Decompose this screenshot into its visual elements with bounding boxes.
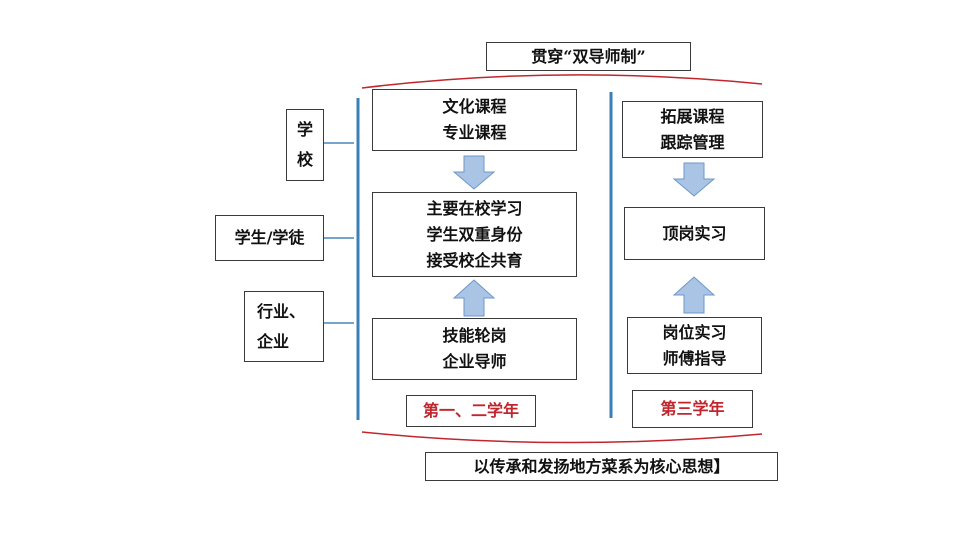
col2-box1-line1: 拓展课程 (660, 106, 725, 126)
col1-skills-box: 技能轮岗 企业导师 (372, 318, 577, 380)
col1-box2-line2: 学生双重身份 (426, 224, 523, 244)
label-student-text: 学生/学徒 (234, 228, 305, 247)
bottom-caption-box: 以传承和发扬地方菜系为核心思想】 (425, 452, 778, 481)
col1-box2-line1: 主要在校学习 (426, 198, 523, 218)
top-title: 贯穿“双导师制” (531, 46, 646, 66)
col2-practice-box: 岗位实习 师傅指导 (627, 317, 762, 374)
label-school: 学 校 (286, 109, 324, 181)
col1-box3-line2: 企业导师 (442, 352, 507, 371)
label-student: 学生/学徒 (215, 215, 324, 261)
bottom-caption: 以传承和发扬地方菜系为核心思想】 (473, 456, 730, 476)
bottom-brace-curve (361, 431, 763, 444)
col1-box2-line3: 接受校企共育 (426, 250, 523, 270)
arrow-down-col2 (672, 162, 716, 197)
top-brace-curve (361, 74, 763, 89)
col1-year-text: 第一、二学年 (422, 401, 519, 420)
col1-year-label: 第一、二学年 (406, 395, 536, 427)
col2-courses-box: 拓展课程 跟踪管理 (622, 101, 763, 158)
col2-box1-line2: 跟踪管理 (660, 132, 725, 152)
col2-box3-line1: 岗位实习 (662, 322, 727, 342)
col1-box3-line1: 技能轮岗 (442, 326, 507, 345)
arrow-down-col1 (452, 155, 496, 190)
label-industry-line2: 企业 (257, 331, 290, 351)
label-industry-line1: 行业、 (257, 301, 306, 321)
label-school-line2: 校 (296, 150, 313, 169)
col1-box1-line2: 专业课程 (442, 123, 507, 142)
arrow-up-col2 (672, 276, 716, 314)
col2-internship-box: 顶岗实习 (624, 207, 765, 260)
label-school-line1: 学 (296, 120, 313, 139)
arrow-up-col1 (452, 279, 496, 317)
col1-study-box: 主要在校学习 学生双重身份 接受校企共育 (372, 192, 577, 277)
col1-box1-line1: 文化课程 (442, 97, 507, 116)
col2-year-text: 第三学年 (660, 399, 725, 418)
col2-year-label: 第三学年 (632, 390, 753, 428)
label-industry: 行业、 企业 (244, 291, 324, 362)
col1-courses-box: 文化课程 专业课程 (372, 89, 577, 151)
col2-box3-line2: 师傅指导 (662, 348, 727, 368)
top-title-box: 贯穿“双导师制” (486, 42, 691, 71)
col2-box2-line1: 顶岗实习 (662, 223, 727, 243)
